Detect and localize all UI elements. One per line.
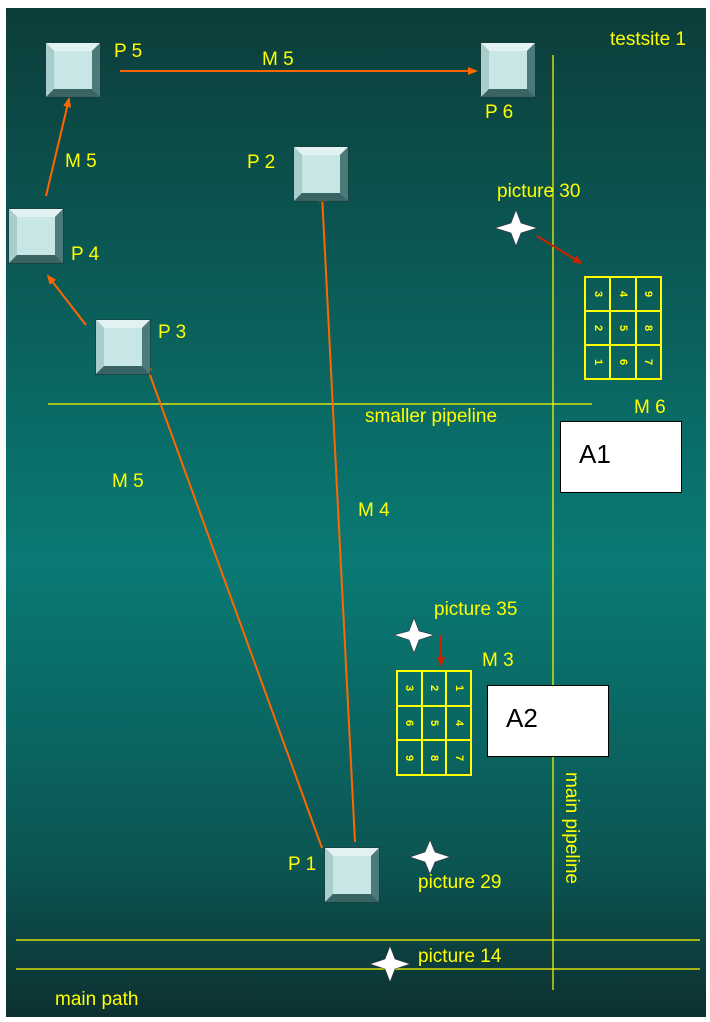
point-p1-marker bbox=[324, 847, 380, 903]
point-p2-marker bbox=[293, 146, 349, 202]
grid-a2-cell: 1 bbox=[446, 671, 471, 706]
smaller-pipeline-label: smaller pipeline bbox=[365, 406, 498, 427]
grid-a2-cell: 6 bbox=[397, 705, 422, 741]
m5-arrow-p4-p5 bbox=[45, 97, 72, 197]
picture-30-label: picture 30 bbox=[497, 181, 581, 202]
m4-label: M 4 bbox=[358, 500, 390, 521]
point-p5-marker bbox=[45, 42, 101, 98]
point-p5-label: P 5 bbox=[114, 41, 143, 62]
m5-top-label: M 5 bbox=[262, 49, 294, 70]
picture-30-direction-arrow bbox=[536, 235, 583, 265]
m3-label: M 3 bbox=[482, 650, 514, 671]
grid-a2-cell: 2 bbox=[421, 671, 447, 706]
grid-a1-cell: 6 bbox=[610, 345, 636, 379]
grid-a2-cell: 3 bbox=[397, 671, 422, 706]
grid-a1-cell: 2 bbox=[585, 311, 611, 345]
picture-35-star-icon bbox=[392, 617, 436, 654]
grid-a1-cell: 3 bbox=[585, 277, 611, 311]
arrow-p3-p4 bbox=[46, 274, 87, 326]
area-a2-box: A2 bbox=[487, 685, 609, 757]
picture-29-star-icon bbox=[409, 839, 451, 875]
grid-a2-cell: 4 bbox=[446, 705, 471, 741]
m5-left-label: M 5 bbox=[65, 151, 97, 172]
grid-a1-cell: 1 bbox=[585, 345, 611, 379]
m6-label: M 6 bbox=[634, 397, 666, 418]
grid-a1-cell: 8 bbox=[635, 311, 661, 345]
m4-arrow-p1-p2 bbox=[318, 192, 356, 843]
point-p3-label: P 3 bbox=[158, 322, 187, 343]
site-title: testsite 1 bbox=[610, 29, 687, 50]
point-p4-label: P 4 bbox=[71, 244, 100, 265]
point-p6-marker bbox=[480, 42, 536, 98]
picture-29-label: picture 29 bbox=[418, 872, 502, 893]
point-p3-marker bbox=[95, 319, 151, 375]
picture-30-star-icon bbox=[493, 209, 539, 247]
main-path-label: main path bbox=[55, 989, 139, 1010]
photo-grid-a1: 3 4 9 2 5 8 1 6 7 bbox=[584, 276, 662, 380]
grid-a2-cell: 7 bbox=[446, 740, 471, 775]
point-p4-marker bbox=[8, 208, 64, 264]
grid-a2-cell: 5 bbox=[421, 705, 447, 741]
point-p2-label: P 2 bbox=[247, 152, 276, 173]
point-p6-label: P 6 bbox=[485, 102, 514, 123]
picture-14-star-icon bbox=[369, 945, 411, 983]
grid-a1-cell: 7 bbox=[635, 345, 661, 379]
point-p1-label: P 1 bbox=[288, 854, 317, 875]
grid-a1-cell: 4 bbox=[610, 277, 636, 311]
m5-arrow-p1-p3 bbox=[144, 362, 323, 849]
area-a2-label: A2 bbox=[506, 703, 538, 733]
grid-a1-cell: 5 bbox=[610, 311, 636, 345]
photo-grid-a2: 3 2 1 6 5 4 9 8 7 bbox=[396, 670, 472, 776]
grid-a2-cell: 8 bbox=[421, 740, 447, 775]
area-a1-label: A1 bbox=[579, 439, 611, 469]
grid-a1-cell: 9 bbox=[635, 277, 661, 311]
area-a1-box: A1 bbox=[560, 421, 682, 493]
main-pipeline-label: main pipeline bbox=[561, 772, 582, 884]
grid-a2-cell: 9 bbox=[397, 740, 422, 775]
picture-35-label: picture 35 bbox=[434, 599, 518, 620]
picture-14-label: picture 14 bbox=[418, 946, 502, 967]
m5-long-label: M 5 bbox=[112, 471, 144, 492]
